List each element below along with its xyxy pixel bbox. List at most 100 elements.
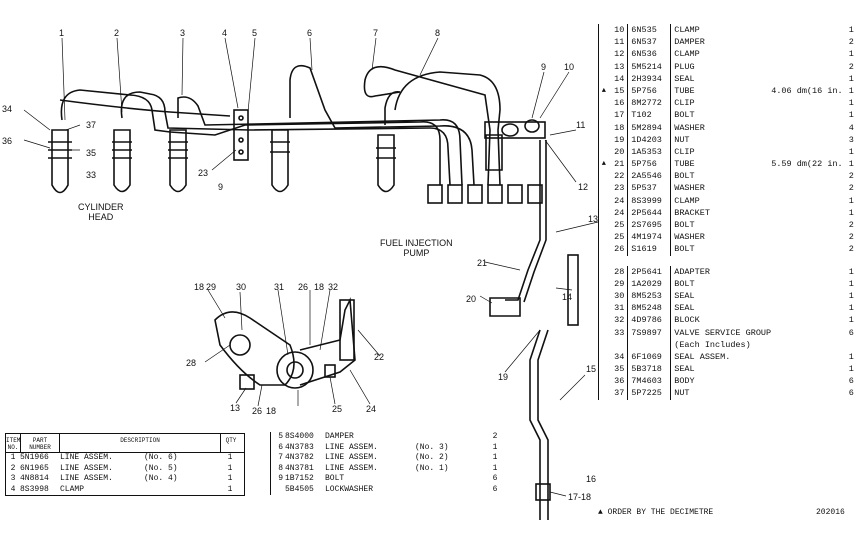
order-mark — [599, 219, 609, 231]
callout-35: 35 — [86, 148, 97, 158]
quantity: 6 — [848, 376, 854, 387]
item-number: 18 — [614, 122, 625, 133]
callout-37: 37 — [86, 120, 97, 130]
part-number: 2P5641 — [627, 265, 670, 278]
item-number: 33 — [614, 327, 625, 338]
part-number: 7S9897 — [627, 326, 670, 339]
part-number: 4N3781 — [285, 463, 314, 473]
part-number: 4N3782 — [285, 453, 314, 462]
description-text: NUT — [674, 388, 690, 399]
quantity: 6 — [492, 474, 498, 483]
callout-9-top: 9 — [541, 62, 547, 72]
part-number: 8M5253 — [627, 289, 670, 303]
item-number: 10 — [614, 25, 625, 35]
callout-23: 23 — [198, 168, 209, 178]
order-mark — [599, 339, 609, 351]
line-number: (No. 3) — [415, 442, 449, 452]
description: BOLT — [325, 474, 345, 483]
length-note: 5.59 dm(22 in.) — [771, 159, 842, 170]
part-number: 4M1974 — [627, 231, 670, 244]
callout-18-b: 18 — [314, 282, 325, 292]
callout-16: 16 — [586, 474, 597, 484]
line-number: (No. 2) — [415, 453, 449, 462]
item-number — [271, 485, 285, 496]
cylinder-head-label: CYLINDER HEAD — [78, 202, 124, 222]
order-mark — [599, 351, 609, 363]
quantity: 2 — [848, 232, 854, 243]
description-text: CLIP — [674, 98, 695, 109]
part-number: 6N536 — [627, 48, 670, 61]
order-mark — [599, 61, 609, 73]
description: LINE ASSEM. — [60, 474, 113, 483]
part-number: 5B4505 — [285, 484, 314, 494]
description: DAMPER — [670, 36, 841, 49]
clamp-4 — [233, 109, 249, 161]
description: NUT — [670, 387, 841, 400]
description: LOCKWASHER — [325, 484, 374, 494]
callout-29: 29 — [206, 282, 217, 292]
footer-note: ▲ ORDER BY THE DECIMETRE — [598, 508, 714, 517]
part-number: 6F1069 — [627, 350, 670, 364]
quantity: 3 — [848, 134, 854, 145]
callout-28: 28 — [186, 358, 197, 368]
item-number: 23 — [614, 183, 625, 194]
quantity: 1 — [848, 25, 854, 35]
part-number: 5M2894 — [627, 121, 670, 134]
description-text: SEAL — [674, 73, 695, 84]
part-number: 2H3934 — [627, 72, 670, 85]
quantity: 1 — [848, 146, 854, 157]
quantity: 6 — [848, 388, 854, 399]
description-text: SEAL — [674, 290, 695, 301]
quantity: 1 — [848, 159, 854, 170]
line-number: (No. 6) — [144, 453, 178, 462]
description: PLUG — [670, 60, 841, 73]
table-header: ITEM NO. PART NUMBER DESCRIPTION QTY — [6, 434, 244, 453]
item-number: 36 — [614, 376, 625, 387]
quantity: 1 — [848, 195, 854, 206]
item-number: 35 — [614, 364, 625, 375]
description: LINE ASSEM. — [325, 442, 378, 452]
item-number: 19 — [614, 134, 625, 145]
description: BOLT — [670, 219, 841, 232]
order-mark: ▲ — [601, 160, 606, 169]
order-mark — [599, 266, 609, 278]
part-number: 1A2029 — [627, 277, 670, 290]
quantity: 1 — [848, 73, 854, 84]
description: BODY — [670, 375, 841, 388]
callout-32: 32 — [328, 282, 339, 292]
leader-lines — [23, 37, 599, 497]
description: LINE ASSEM. — [325, 453, 378, 462]
description-text: NUT — [674, 134, 690, 145]
callout-6: 6 — [307, 28, 313, 38]
order-mark — [599, 48, 609, 60]
header-description: DESCRIPTION — [60, 434, 221, 452]
item-number: 37 — [614, 388, 625, 399]
callout-3: 3 — [180, 28, 186, 38]
length-note: 4.06 dm(16 in.) — [771, 85, 842, 96]
callout-33: 33 — [86, 170, 97, 180]
description: SEAL — [670, 302, 841, 315]
description: SEAL — [670, 72, 841, 85]
quantity: 2 — [848, 244, 854, 255]
item-number: 28 — [614, 266, 625, 277]
quantity: 1 — [492, 463, 498, 473]
item-number: 34 — [614, 351, 625, 362]
description-text: WASHER — [674, 122, 705, 133]
part-number: 5P7225 — [627, 387, 670, 400]
part-number: S1619 — [627, 243, 670, 256]
order-mark — [599, 231, 609, 243]
part-number: 4N3783 — [285, 442, 314, 452]
